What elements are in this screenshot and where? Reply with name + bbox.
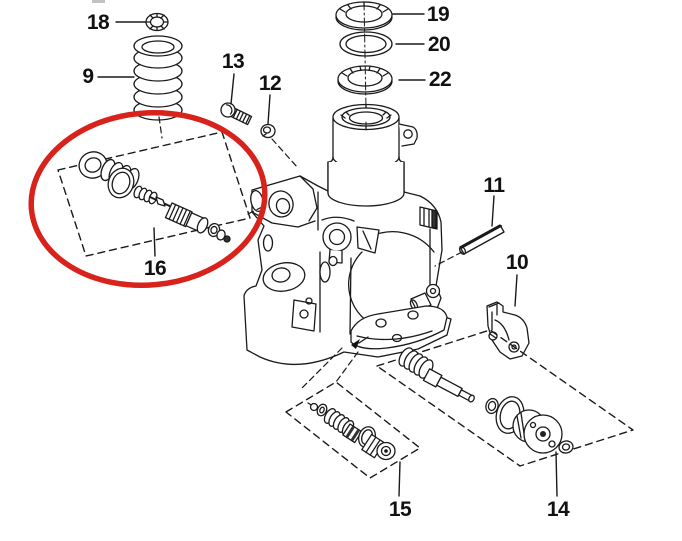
side-boss — [262, 262, 306, 292]
dashed-leader-lines — [158, 116, 463, 391]
callout-20: 20 — [427, 33, 451, 56]
dashed-projection-boxes — [57, 131, 634, 479]
housing-neck-cylinder — [327, 103, 418, 207]
o-ring — [107, 167, 135, 199]
callout-15: 15 — [388, 498, 412, 521]
bracket-part-10 — [486, 301, 530, 360]
callout-22: 22 — [428, 68, 452, 91]
valve-assembly-part-16 — [78, 151, 231, 243]
retaining-ring-part-18 — [145, 12, 169, 32]
callout-16: 16 — [143, 257, 167, 280]
callout-11: 11 — [483, 174, 505, 197]
coil-spring-part-9 — [133, 35, 183, 121]
o-ring-part-20 — [339, 31, 393, 57]
clamp-ring — [322, 222, 352, 252]
center-axis-line — [363, 1, 367, 131]
arm-hole — [268, 190, 294, 218]
neck-ear — [398, 123, 418, 147]
valve-assembly-part-15 — [307, 402, 396, 461]
cropped-edge-mark — [92, 0, 105, 3]
callout-9: 9 — [82, 65, 94, 88]
callout-18: 18 — [86, 11, 110, 34]
pin-part-11 — [458, 224, 505, 255]
callout-19: 19 — [426, 3, 450, 26]
callout-14: 14 — [546, 498, 570, 521]
dashed-box-15 — [285, 381, 421, 479]
bottom-flange — [350, 305, 448, 350]
callout-10: 10 — [505, 251, 529, 274]
nut-part-12 — [260, 123, 276, 139]
dashed-box-16 — [57, 131, 251, 257]
pump-housing-body — [243, 175, 452, 366]
valve-assembly-part-14 — [398, 347, 574, 454]
callout-leader-lines — [97, 13, 558, 497]
highlight-ellipse-part-16 — [28, 109, 268, 289]
dashed-box-14 — [376, 329, 634, 467]
callout-12: 12 — [258, 72, 282, 95]
screw-part-13 — [220, 102, 253, 126]
callout-13: 13 — [221, 50, 245, 73]
